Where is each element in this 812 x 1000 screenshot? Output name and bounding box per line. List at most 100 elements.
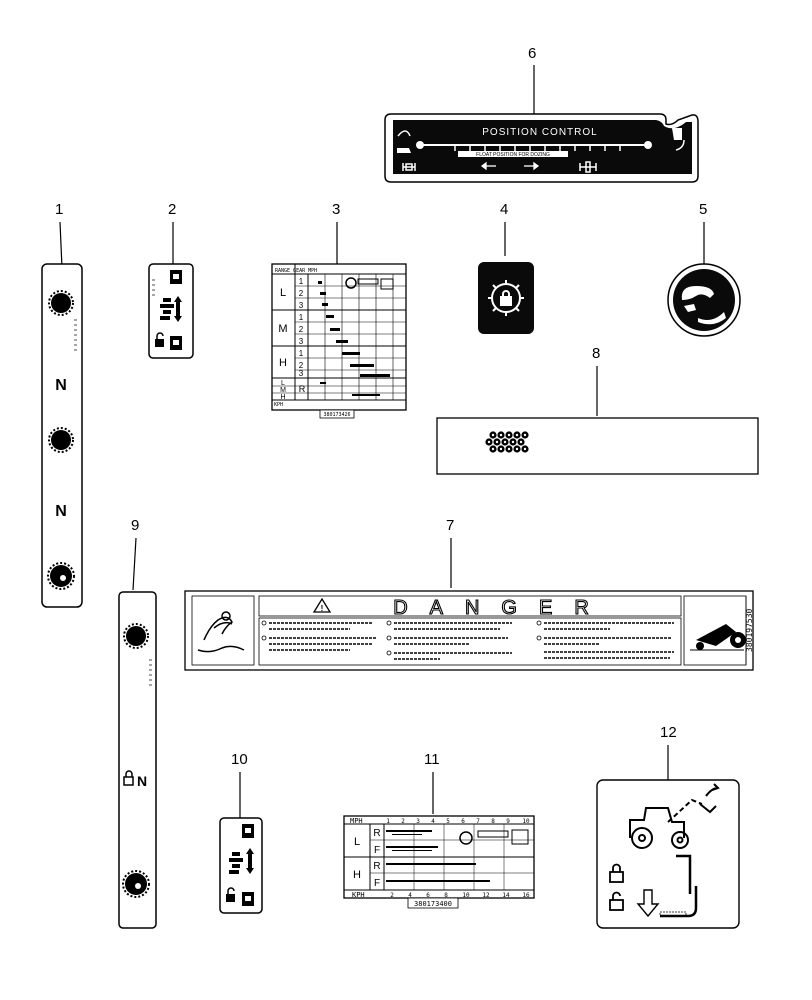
gear-number: 1 bbox=[299, 277, 304, 286]
svg-text:8: 8 bbox=[592, 345, 600, 362]
lock-icon bbox=[609, 863, 624, 883]
decal-8-warning-strip bbox=[436, 417, 759, 475]
svg-text:8: 8 bbox=[491, 818, 495, 825]
callout-12: 12 bbox=[660, 724, 677, 780]
danger-instruction-text bbox=[261, 620, 674, 660]
callout-3: 3 bbox=[332, 201, 340, 266]
direction-label: F bbox=[374, 878, 380, 889]
svg-text:3: 3 bbox=[416, 818, 420, 825]
warning-triangle-icon bbox=[312, 597, 332, 613]
callout-5: 5 bbox=[699, 201, 707, 266]
direction-label: F bbox=[374, 845, 380, 856]
svg-text:10: 10 bbox=[462, 892, 470, 899]
svg-text:10: 10 bbox=[231, 751, 248, 768]
decal-position-control: POSITION CONTROL FLOAT POSITION FOR DOZI… bbox=[384, 113, 699, 183]
callout-7: 7 bbox=[446, 517, 454, 588]
danger-heading: DANGER bbox=[393, 597, 611, 619]
svg-text:4: 4 bbox=[500, 201, 508, 218]
svg-text:5: 5 bbox=[446, 818, 450, 825]
svg-text:12: 12 bbox=[660, 724, 677, 741]
callout-11: 11 bbox=[424, 751, 440, 814]
svg-text:2: 2 bbox=[401, 818, 405, 825]
svg-text:4: 4 bbox=[408, 892, 412, 899]
hand-crush-icon bbox=[681, 286, 714, 300]
svg-text:6: 6 bbox=[528, 45, 536, 62]
svg-text:!: ! bbox=[321, 604, 324, 613]
down-arrow-icon bbox=[636, 889, 660, 918]
unlock-icon bbox=[155, 332, 164, 347]
left-right-arrows-icon bbox=[480, 161, 540, 171]
speed-chart-header: RANGE GEAR MPH bbox=[275, 268, 317, 274]
svg-text:11: 11 bbox=[424, 751, 440, 768]
svg-text:9: 9 bbox=[506, 818, 510, 825]
callout-8: 8 bbox=[592, 345, 600, 416]
gear-icon bbox=[123, 623, 149, 649]
neutral-letter: N bbox=[137, 773, 147, 789]
crushed-operator-icon bbox=[197, 611, 245, 653]
svg-text:1: 1 bbox=[386, 818, 390, 825]
svg-text:7: 7 bbox=[476, 818, 480, 825]
gear-number: 3 bbox=[299, 337, 304, 346]
cylinder-retract-icon bbox=[402, 163, 416, 171]
lever-lock-position-icon bbox=[676, 854, 692, 894]
svg-text:16: 16 bbox=[522, 892, 530, 899]
callout-4: 4 bbox=[500, 201, 508, 256]
part-number: 380173426 bbox=[323, 412, 350, 418]
tractor-rollover-icon bbox=[690, 624, 746, 651]
range-label: H bbox=[353, 869, 361, 881]
lever-release-position-icon bbox=[660, 886, 698, 918]
svg-text:9: 9 bbox=[131, 517, 139, 534]
svg-text:12: 12 bbox=[482, 892, 490, 899]
decal-5-round-hand-warning bbox=[667, 263, 741, 337]
gear-icon bbox=[48, 427, 74, 453]
decal-12-loader-lock bbox=[596, 779, 740, 929]
decal-9-shift-strip: N bbox=[118, 591, 157, 929]
callout-6: 6 bbox=[528, 45, 536, 116]
reverse-label: R bbox=[299, 384, 306, 394]
unlock-icon bbox=[123, 770, 134, 786]
gear-number: 3 bbox=[299, 301, 304, 310]
engine-icon bbox=[459, 831, 473, 845]
range-label: M bbox=[278, 323, 287, 335]
decal-2-lock-panel bbox=[148, 263, 194, 359]
svg-text:1: 1 bbox=[55, 201, 63, 218]
range-label: H bbox=[280, 394, 285, 401]
direction-label: R bbox=[373, 861, 380, 872]
mph-label: MPH bbox=[350, 817, 363, 825]
unlock-icon bbox=[609, 891, 624, 911]
part-number: 380173400 bbox=[414, 900, 452, 908]
kph-label: KPH bbox=[274, 402, 283, 408]
reverse-gear-icon bbox=[122, 870, 150, 898]
decal-1-shift-strip: N N bbox=[41, 263, 83, 608]
decal-4-brake-warning bbox=[478, 262, 534, 334]
svg-text:5: 5 bbox=[699, 201, 707, 218]
neutral-letter: N bbox=[55, 377, 67, 394]
svg-text:2: 2 bbox=[390, 892, 394, 899]
gear-number: 2 bbox=[299, 361, 304, 370]
callout-10: 10 bbox=[231, 751, 248, 820]
callout-2: 2 bbox=[168, 201, 176, 268]
range-label: L bbox=[281, 380, 285, 387]
lower-arrow-icon bbox=[397, 130, 411, 137]
gear-number: 3 bbox=[299, 369, 304, 378]
position-control-title: POSITION CONTROL bbox=[482, 127, 597, 138]
float-position-text: FLOAT POSITION FOR DOZING bbox=[476, 152, 550, 158]
gear-number: 2 bbox=[299, 325, 304, 334]
tractor-symbol-icon bbox=[229, 848, 254, 874]
neutral-letter: N bbox=[55, 503, 67, 520]
svg-text:8: 8 bbox=[444, 892, 448, 899]
gear-icon bbox=[48, 290, 74, 316]
gear-number: 1 bbox=[299, 349, 304, 358]
decal-3-speed-chart: RANGE GEAR MPH L M H L M H 1 2 3 1 2 3 1 bbox=[271, 263, 407, 419]
range-label: H bbox=[279, 357, 287, 369]
danger-part-number: 380197530 bbox=[745, 608, 754, 652]
decal-7-danger-rops: ! DANGER 38019753 bbox=[184, 590, 754, 671]
gear-number: 1 bbox=[299, 313, 304, 322]
svg-text:3: 3 bbox=[332, 201, 340, 218]
svg-text:10: 10 bbox=[522, 818, 530, 825]
reverse-gear-icon bbox=[47, 562, 75, 590]
bucket-lower-icon bbox=[397, 148, 411, 153]
decal-10-lock-panel bbox=[219, 817, 263, 914]
